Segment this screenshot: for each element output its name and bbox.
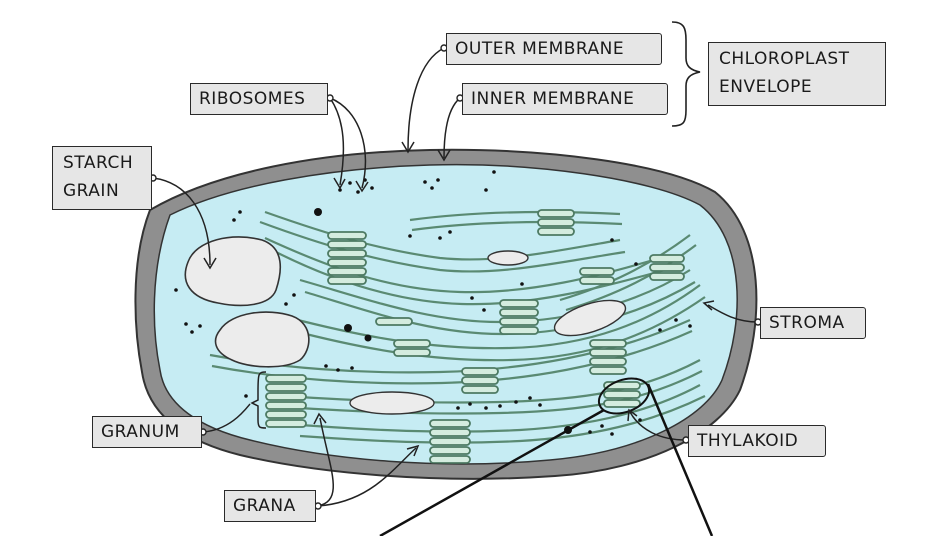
envelope-brace: [671, 21, 701, 127]
granum-stack-bottom: [429, 419, 471, 464]
lipid-droplet-2: [553, 299, 627, 337]
leader-lines: [152, 47, 759, 507]
outer-membrane-label: OUTER MEMBRANE: [446, 33, 662, 65]
granum-stack-center: [499, 299, 539, 335]
granum-stack-upper-left: [327, 231, 367, 285]
zoom-line-left: [379, 408, 605, 536]
starch-grain-2: [214, 311, 310, 368]
chloroplast-envelope-line-2: ENVELOPE: [719, 77, 813, 97]
granum-stack-mid: [375, 317, 499, 394]
chloroplast-envelope-label: CHLOROPLAST ENVELOPE: [708, 42, 886, 106]
stroma-label: STROMA: [760, 307, 866, 339]
grana-stacks: [265, 209, 685, 464]
starch-grain-line-1: STARCH: [63, 153, 134, 173]
granum-stack-right: [579, 254, 685, 408]
granum-stack-left: [265, 374, 307, 428]
granum-stack-top: [537, 209, 575, 236]
granum-label: GRANUM: [92, 416, 202, 448]
stroma-contents: [174, 170, 706, 464]
starch-grain-label: STARCH GRAIN: [52, 146, 152, 210]
chloroplast-envelope-line-1: CHLOROPLAST: [719, 49, 850, 69]
inner-membrane-label: INNER MEMBRANE: [462, 83, 668, 115]
starch-grain-1: [184, 236, 282, 307]
grana-label: GRANA: [224, 490, 316, 522]
zoom-line-right: [646, 383, 714, 536]
lipid-droplet-1: [487, 250, 529, 266]
starch-grain-line-2: GRAIN: [63, 181, 120, 201]
lipid-droplet-3: [349, 391, 435, 415]
thylakoid-label: THYLAKOID: [688, 425, 826, 457]
ribosomes-label: RIBOSOMES: [190, 83, 328, 115]
